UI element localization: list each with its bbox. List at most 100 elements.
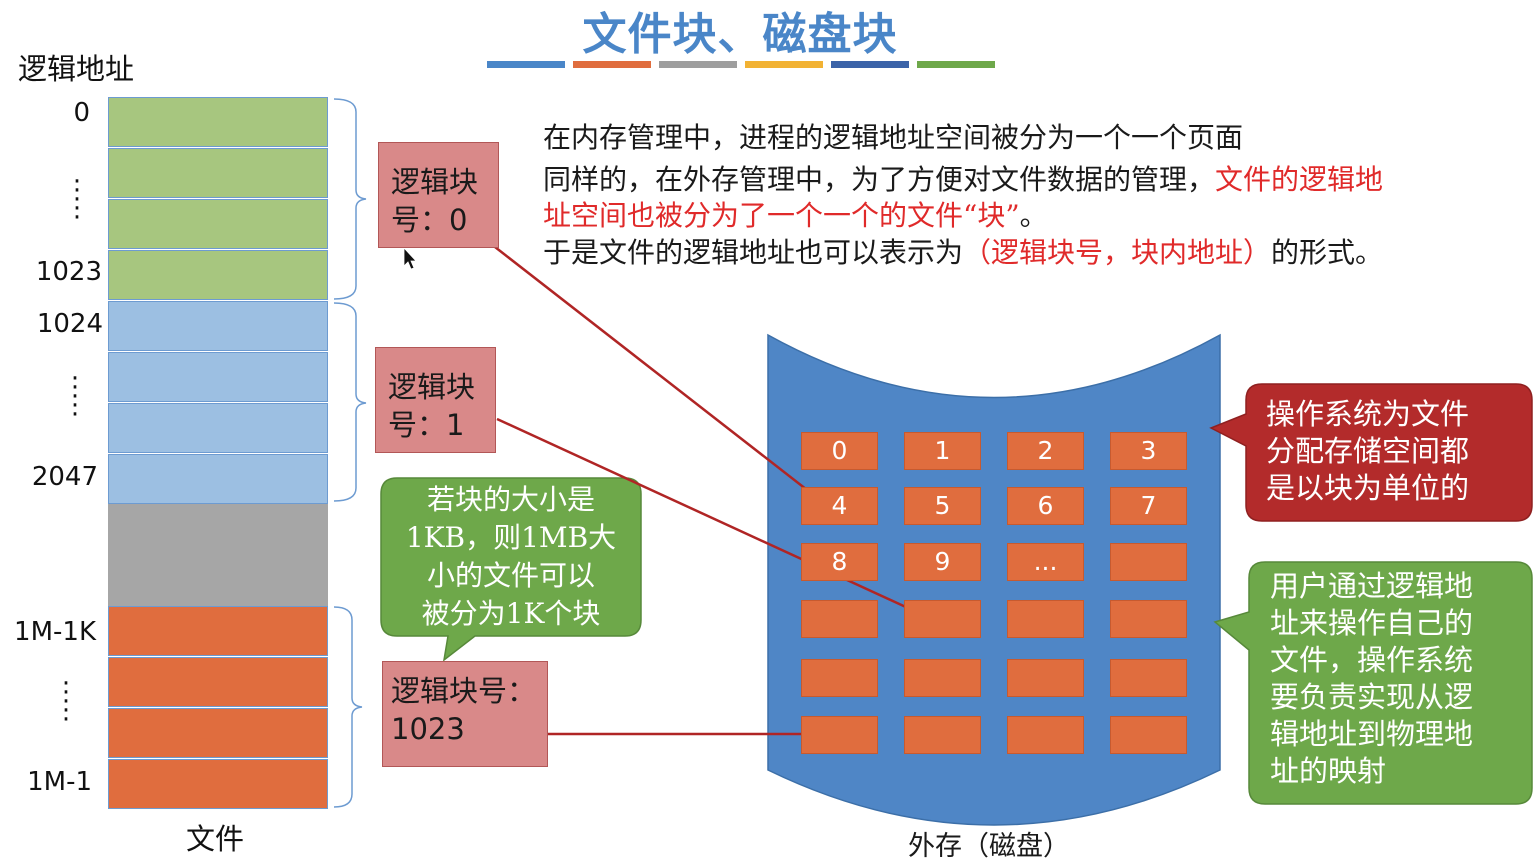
address-label-1m-1: 1M-1 <box>27 767 92 797</box>
file-block-cell <box>108 250 328 300</box>
paragraph-highlight: （逻辑块号，块内地址） <box>963 236 1272 269</box>
title-color-bar-4 <box>745 61 823 68</box>
page-title: 文件块、磁盘块 <box>582 9 898 60</box>
disk-block: 8 <box>801 543 878 581</box>
mouse-cursor-icon <box>403 246 417 270</box>
address-label-1m-1k: 1M-1K <box>14 617 96 647</box>
paragraph-highlight: 文件的逻辑地 <box>1215 163 1384 196</box>
logical-block-1023-line2: 1023 <box>391 712 465 746</box>
paragraph-text: 的形式。 <box>1271 236 1384 269</box>
paragraph-text: 于是文件的逻辑地址也可以表示为 <box>543 236 964 269</box>
disk-block <box>1007 600 1084 638</box>
green-callout-shape <box>1213 561 1533 805</box>
paragraph-highlight: 址空间也被分为了一个一个的文件“块” <box>543 199 1020 232</box>
paragraph-text: 。 <box>1019 199 1048 232</box>
disk-block <box>1110 659 1187 697</box>
address-label-1024: 1024 <box>36 309 103 339</box>
disk-block <box>904 716 981 754</box>
file-block-cell <box>108 657 328 707</box>
file-block-cell <box>108 759 328 809</box>
green-callout-line: 辑地址到物理地 <box>1270 717 1474 751</box>
title-color-bar-3 <box>659 61 737 68</box>
paragraph-line-1: 在内存管理中，进程的逻辑地址空间被分为一个一个页面 <box>543 121 1244 154</box>
brace-icon <box>333 98 367 300</box>
green-callout-line: 要负责实现从逻 <box>1270 680 1474 714</box>
file-block-cell <box>108 148 328 198</box>
green-note-shape <box>380 477 642 662</box>
logical-block-1023-box: 逻辑块号： 1023 <box>382 661 548 767</box>
file-gap-cell <box>108 504 328 606</box>
green-note-line: 1KB，则1MB大 <box>405 521 617 554</box>
disk-block: 2 <box>1007 432 1084 470</box>
paragraph-line-2: 同样的，在外存管理中，为了方便对文件数据的管理，文件的逻辑地 <box>543 158 1383 198</box>
logical-block-0-line2: 号：0 <box>391 203 468 237</box>
logical-block-1-box: 逻辑块 号：1 <box>375 347 496 453</box>
title-color-bar-2 <box>573 61 651 68</box>
logical-block-0-box: 逻辑块 号：0 <box>378 142 499 248</box>
paragraph-text: 同样的，在外存管理中，为了方便对文件数据的管理， <box>543 163 1216 196</box>
file-block-cell <box>108 301 328 351</box>
paragraph-line-4: 于是文件的逻辑地址也可以表示为（逻辑块号，块内地址）的形式。 <box>543 231 1383 271</box>
disk-block: 4 <box>801 487 878 525</box>
disk-block <box>904 659 981 697</box>
green-note-line: 小的文件可以 <box>426 559 595 592</box>
file-block-cell <box>108 708 328 758</box>
vertical-ellipsis-icon: ····· <box>61 669 71 735</box>
logical-address-heading: 逻辑地址 <box>18 52 135 86</box>
file-block-cell <box>108 199 328 249</box>
file-block-cell <box>108 352 328 402</box>
green-callout-line: 文件，操作系统 <box>1270 643 1474 677</box>
logical-block-1023-line1: 逻辑块号： <box>391 674 537 708</box>
mapping-arrow-0 <box>494 246 822 502</box>
disk-block <box>1007 716 1084 754</box>
disk-block: 1 <box>904 432 981 470</box>
disk-block <box>1007 659 1084 697</box>
file-block-cell <box>108 454 328 504</box>
disk-block: 7 <box>1110 487 1187 525</box>
disk-block <box>801 600 878 638</box>
title-color-bar-1 <box>487 61 565 68</box>
disk-block <box>801 659 878 697</box>
green-note-line: 若块的大小是 <box>426 483 595 516</box>
logical-block-1-line2: 号：1 <box>388 408 465 442</box>
red-callout-line: 分配存储空间都 <box>1266 434 1470 468</box>
brace-icon <box>333 302 367 502</box>
red-callout-shape <box>1209 383 1533 522</box>
file-block-cell <box>108 606 328 656</box>
paragraph-line-3: 址空间也被分为了一个一个的文件“块”。 <box>543 194 1048 234</box>
disk-block <box>1110 543 1187 581</box>
green-callout-text: 用户通过逻辑地 址来操作自己的 文件，操作系统 要负责实现从逻 辑地址到物理地 … <box>1270 568 1473 790</box>
disk-caption: 外存（磁盘） <box>908 831 1070 862</box>
red-callout-text: 操作系统为文件 分配存储空间都 是以块为单位的 <box>1266 396 1469 507</box>
logical-block-0-line1: 逻辑块 <box>391 165 479 199</box>
green-note-line: 被分为1K个块 <box>421 597 601 630</box>
disk-block: 6 <box>1007 487 1084 525</box>
address-label-2047: 2047 <box>31 462 98 492</box>
green-callout-line: 用户通过逻辑地 <box>1270 569 1474 603</box>
mapping-arrow-1 <box>496 417 936 622</box>
address-label-1023: 1023 <box>35 257 102 287</box>
disk-block <box>801 716 878 754</box>
disk-block: 9 <box>904 543 981 581</box>
disk-cylinder <box>767 333 1221 826</box>
red-callout-line: 是以块为单位的 <box>1266 471 1470 505</box>
disk-block: ... <box>1007 543 1084 581</box>
disk-block <box>1110 716 1187 754</box>
file-block-cell <box>108 403 328 453</box>
disk-block: 0 <box>801 432 878 470</box>
address-label-0: 0 <box>73 98 90 128</box>
green-note-text: 若块的大小是 1KB，则1MB大 小的文件可以 被分为1K个块 <box>381 481 641 633</box>
green-callout-line: 址来操作自己的 <box>1270 606 1474 640</box>
title-color-bar-5 <box>831 61 909 68</box>
logical-block-1-line1: 逻辑块 <box>388 370 476 404</box>
disk-block: 5 <box>904 487 981 525</box>
vertical-ellipsis-icon: ····· <box>72 167 82 233</box>
brace-icon <box>333 606 363 808</box>
file-block-cell <box>108 97 328 147</box>
green-callout-line: 址的映射 <box>1270 754 1387 788</box>
disk-block: 3 <box>1110 432 1187 470</box>
vertical-ellipsis-icon: ····· <box>70 364 80 430</box>
red-callout-line: 操作系统为文件 <box>1266 397 1470 431</box>
title-color-bar-6 <box>917 61 995 68</box>
